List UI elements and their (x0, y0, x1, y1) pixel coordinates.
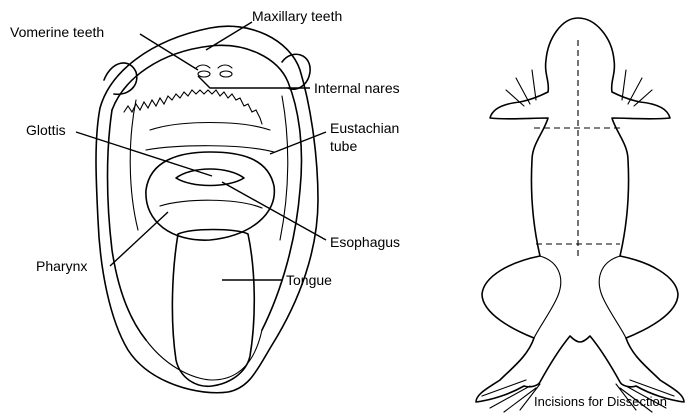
label-eustachian-tube-line2: tube (330, 138, 357, 154)
caption-incisions: Incisions for Dissection (534, 394, 667, 410)
left-hind-toes (482, 380, 540, 412)
leader-vomerine-teeth (140, 34, 198, 70)
label-maxillary-teeth: Maxillary teeth (252, 8, 342, 24)
maxillary-teeth-row (124, 90, 262, 124)
palate-fold-1 (150, 123, 270, 131)
label-vomerine-teeth: Vomerine teeth (10, 24, 104, 40)
left-eye (104, 63, 137, 94)
label-glottis: Glottis (26, 122, 66, 138)
label-esophagus: Esophagus (330, 234, 400, 250)
leader-internal-nares (198, 76, 310, 88)
internal-nare-left (198, 71, 210, 77)
label-internal-nares: Internal nares (314, 80, 400, 96)
label-eustachian-tube-line1: Eustachian (330, 120, 399, 136)
label-pharynx: Pharynx (36, 258, 87, 274)
vomerine-teeth-shapes (196, 65, 232, 68)
label-tongue: Tongue (286, 272, 332, 288)
tongue-shape (172, 230, 254, 387)
glottis-slit (176, 169, 244, 186)
left-ridge (130, 100, 138, 230)
esophagus-opening (160, 200, 262, 208)
palate-fold-2 (146, 146, 274, 152)
leader-pharynx (110, 212, 168, 266)
frog-body-diagram (476, 18, 684, 412)
leader-lines (76, 22, 326, 280)
frog-body-outline (476, 18, 684, 402)
leader-eustachian-tube (270, 132, 326, 154)
left-front-foot (506, 70, 536, 106)
left-leg-inner (534, 256, 561, 338)
pharynx-region (146, 152, 274, 240)
right-leg-inner (599, 256, 626, 338)
internal-nare-right (220, 71, 232, 77)
lower-jaw-rim (146, 330, 262, 380)
frog-mouth-diagram (96, 26, 318, 393)
